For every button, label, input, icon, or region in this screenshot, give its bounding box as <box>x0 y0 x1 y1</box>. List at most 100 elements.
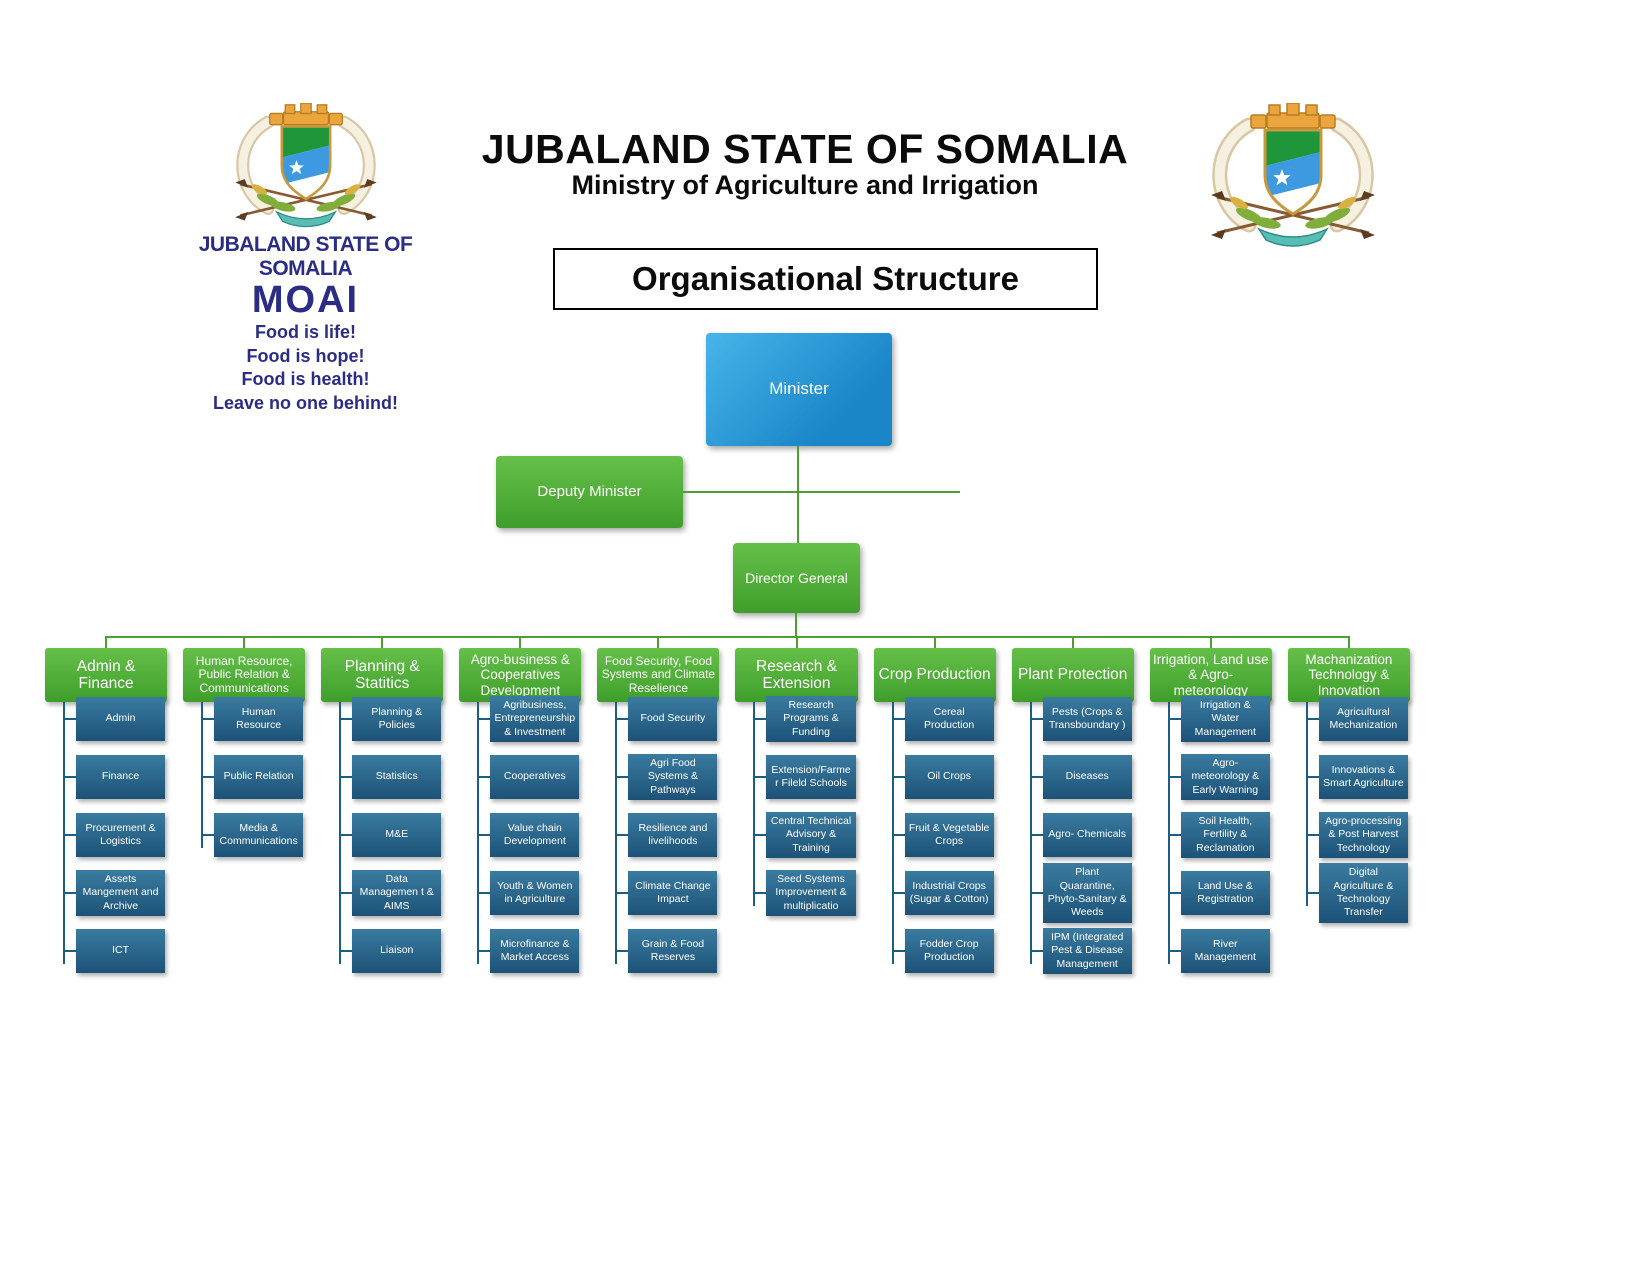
unit-box: Fruit & Vegetable Crops <box>904 813 994 857</box>
connector-line <box>339 892 353 894</box>
unit-box: Finance <box>76 755 166 799</box>
connector-line <box>753 718 767 720</box>
connector-line <box>615 892 629 894</box>
connector-line <box>795 613 797 638</box>
connector-line <box>933 636 936 648</box>
logo-org-name: JUBALAND STATE OF SOMALIA <box>198 233 413 280</box>
director-general-node: Director General <box>733 543 860 613</box>
connector-line <box>1347 636 1350 648</box>
connector-line <box>339 776 353 778</box>
unit-box: Soil Health, Fertility & Reclamation <box>1180 811 1270 859</box>
connector-line <box>891 834 905 836</box>
unit-box: Public Relation <box>214 755 304 799</box>
connector-line <box>1167 776 1181 778</box>
unit-box: Planning & Policies <box>352 697 442 741</box>
unit-box: Fodder Crop Production <box>904 929 994 973</box>
connector-line <box>1029 702 1032 964</box>
connector-line <box>615 702 618 964</box>
department-header: Irrigation, Land use & Agro-meteorology <box>1149 648 1272 702</box>
unit-box: Procurement & Logistics <box>76 813 166 857</box>
connector-line <box>1167 892 1181 894</box>
connector-line <box>201 702 204 848</box>
unit-box: IPM (Integrated Pest & Disease Managemen… <box>1042 927 1132 975</box>
unit-box: Agribusiness, Entrepreneurship & Investm… <box>490 695 580 743</box>
department-column: Food Security, Food Systems and Climate … <box>597 648 720 980</box>
connector-line <box>105 636 108 648</box>
logo-slogan: Food is hope! <box>246 345 365 366</box>
department-header: Agro-business & Cooperatives Development <box>459 648 582 702</box>
unit-box: Land Use & Registration <box>1180 871 1270 915</box>
deputy-minister-node: Deputy Minister <box>496 456 683 528</box>
page-title: JUBALAND STATE OF SOMALIA <box>481 126 1129 172</box>
connector-line <box>243 636 246 648</box>
unit-box: Irrigation & Water Management <box>1180 695 1270 743</box>
connector-line <box>201 718 215 720</box>
department-column: Agro-business & Cooperatives Development… <box>459 648 582 980</box>
unit-box: Data Managemen t & AIMS <box>352 869 442 917</box>
connector-line <box>753 776 767 778</box>
unit-box: Oil Crops <box>904 755 994 799</box>
unit-box: Statistics <box>352 755 442 799</box>
unit-box: Microfinance & Market Access <box>490 929 580 973</box>
connector-line <box>1167 950 1181 952</box>
connector-line <box>477 950 491 952</box>
logo-acronym: MOAI <box>251 279 360 321</box>
connector-line <box>477 702 480 964</box>
connector-line <box>615 950 629 952</box>
unit-box: Admin <box>76 697 166 741</box>
connector-line <box>615 776 629 778</box>
ministry-logo-block: JUBALAND STATE OF SOMALIA MOAI Food is l… <box>163 103 448 416</box>
connector-line <box>201 776 215 778</box>
connector-line <box>201 834 215 836</box>
unit-box: Agri Food Systems & Pathways <box>628 753 718 801</box>
unit-box: ICT <box>76 929 166 973</box>
unit-box: Value chain Development <box>490 813 580 857</box>
connector-line <box>753 834 767 836</box>
unit-box: Seed Systems Improvement & multiplicatio <box>766 869 856 917</box>
unit-box: Digital Agriculture & Technology Transfe… <box>1318 863 1408 923</box>
connector-line <box>1071 636 1074 648</box>
connector-line <box>63 834 76 836</box>
unit-box: Food Security <box>628 697 718 741</box>
unit-box: Climate Change Impact <box>628 871 718 915</box>
connector-line <box>797 446 799 543</box>
connector-line <box>891 702 894 964</box>
page-subtitle: Ministry of Agriculture and Irrigation <box>571 170 1039 200</box>
jubaland-coat-of-arms-icon <box>211 103 401 231</box>
unit-box: Extension/Farme r Fileld Schools <box>766 755 856 799</box>
connector-line <box>795 636 798 648</box>
logo-slogan: Leave no one behind! <box>212 393 399 414</box>
connector-line <box>1029 834 1043 836</box>
unit-box: Innovations & Smart Agriculture <box>1318 755 1408 799</box>
connector-line <box>1029 776 1043 778</box>
department-header: Food Security, Food Systems and Climate … <box>597 648 720 702</box>
unit-box: Human Resource <box>214 697 304 741</box>
connector-line <box>63 702 65 964</box>
unit-box: River Management <box>1180 929 1270 973</box>
unit-box: Grain & Food Reserves <box>628 929 718 973</box>
connector-line <box>63 776 76 778</box>
connector-line <box>63 892 76 894</box>
unit-box: Pests (Crops & Transboundary ) <box>1042 697 1132 741</box>
connector-line <box>1167 718 1181 720</box>
connector-line <box>891 892 905 894</box>
connector-line <box>1029 718 1043 720</box>
connector-line <box>1305 892 1319 894</box>
connector-line <box>339 834 353 836</box>
connector-line <box>381 636 384 648</box>
logo-slogan: Food is health! <box>241 369 370 390</box>
connector-line <box>477 776 491 778</box>
connector-line <box>1029 950 1043 952</box>
connector-line <box>753 892 767 894</box>
connector-line <box>891 950 905 952</box>
unit-box: Plant Quarantine, Phyto-Sanitary & Weeds <box>1042 863 1132 923</box>
connector-line <box>1209 636 1212 648</box>
connector-line <box>1305 718 1319 720</box>
unit-box: Liaison <box>352 929 442 973</box>
department-header: Crop Production <box>873 648 996 702</box>
